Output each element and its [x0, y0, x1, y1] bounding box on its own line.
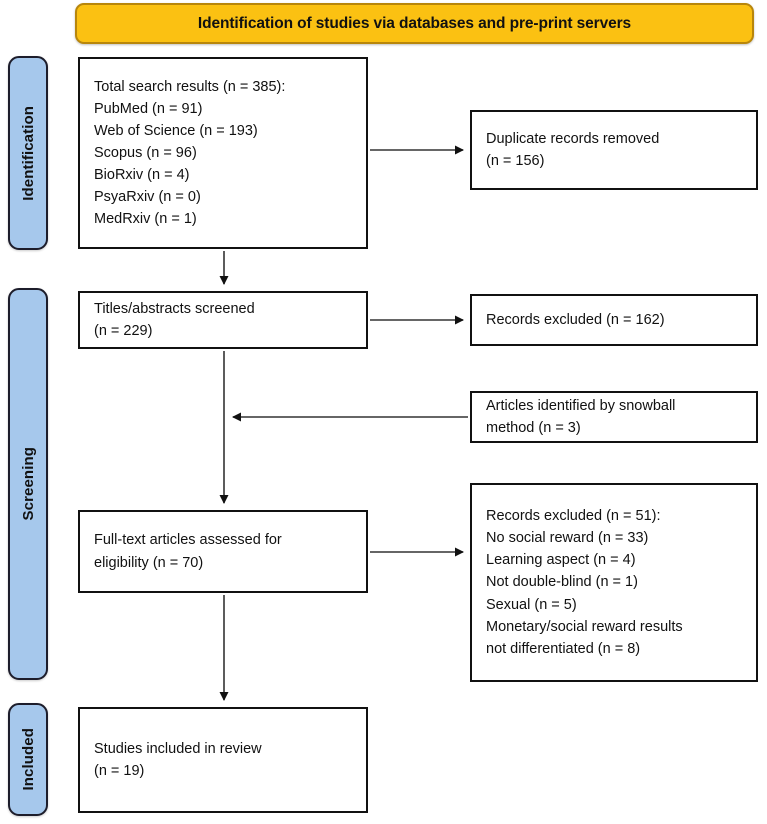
search-results-line: Scopus (n = 96): [94, 144, 197, 161]
search-results-line: Total search results (n = 385):: [94, 78, 286, 95]
box-studies-included: Studies included in review (n = 19): [78, 707, 368, 813]
records-excluded-eligibility-line: Learning aspect (n = 4): [486, 552, 636, 569]
titles-screened-line: (n = 229): [94, 323, 153, 339]
search-results-line: Web of Science (n = 193): [94, 122, 258, 139]
records-excluded-screening-line: Records excluded (n = 162): [486, 311, 665, 328]
records-excluded-eligibility-line: No social reward (n = 33): [486, 530, 649, 547]
box-records-excluded-eligibility: Records excluded (n = 51): No social rew…: [470, 483, 758, 682]
records-excluded-eligibility-line: Records excluded (n = 51):: [486, 508, 661, 525]
titles-screened-line: Titles/abstracts screened: [94, 300, 255, 317]
search-results-line: MedRxiv (n = 1): [94, 211, 197, 228]
box-titles-screened: Titles/abstracts screened (n = 229): [78, 291, 368, 349]
box-snowball-articles: Articles identified by snowball method (…: [470, 391, 758, 443]
records-excluded-eligibility-line: Sexual (n = 5): [486, 596, 577, 613]
stage-label-screening: Screening: [19, 447, 37, 521]
box-fulltext-assessed: Full-text articles assessed for eligibil…: [78, 510, 368, 593]
header-banner: Identification of studies via databases …: [75, 3, 754, 44]
studies-included-line: (n = 19): [94, 763, 145, 779]
header-title: Identification of studies via databases …: [197, 14, 632, 32]
search-results-line: PubMed (n = 91): [94, 100, 203, 117]
stage-bar-screening: Screening: [8, 288, 48, 680]
search-results-line: BioRxiv (n = 4): [94, 167, 190, 184]
records-excluded-eligibility-line: Monetary/social reward results: [486, 618, 683, 635]
snowball-articles-line: method (n = 3): [486, 420, 581, 436]
snowball-articles-line: Articles identified by snowball: [486, 397, 676, 414]
records-excluded-eligibility-line: Not double-blind (n = 1): [486, 574, 638, 591]
box-search-results: Total search results (n = 385): PubMed (…: [78, 57, 368, 249]
stage-label-included: Included: [19, 728, 37, 791]
duplicates-removed-line: Duplicate records removed: [486, 130, 660, 147]
records-excluded-eligibility-line: not differentiated (n = 8): [486, 640, 641, 657]
fulltext-assessed-line: Full-text articles assessed for: [94, 532, 282, 549]
search-results-line: PsyaRxiv (n = 0): [94, 189, 201, 206]
duplicates-removed-line: (n = 156): [486, 153, 545, 169]
stage-bar-included: Included: [8, 703, 48, 816]
fulltext-assessed-line: eligibility (n = 70): [94, 554, 204, 571]
stage-bar-identification: Identification: [8, 56, 48, 250]
box-records-excluded-screening: Records excluded (n = 162): [470, 294, 758, 346]
stage-label-identification: Identification: [19, 105, 37, 201]
studies-included-line: Studies included in review: [94, 740, 262, 757]
box-duplicates-removed: Duplicate records removed (n = 156): [470, 110, 758, 190]
